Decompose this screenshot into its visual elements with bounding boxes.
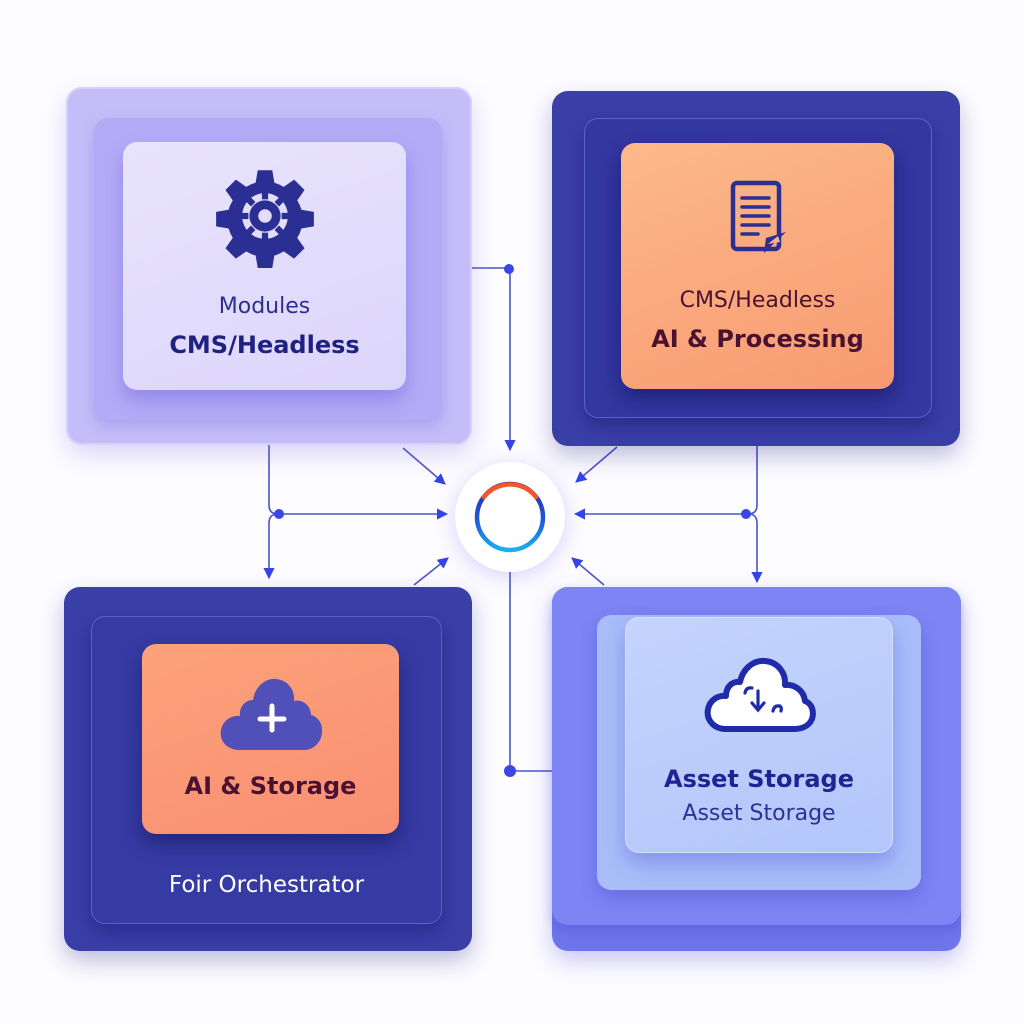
cloud-download-icon (702, 651, 816, 739)
junction-dot (741, 509, 751, 519)
cloud-plus-icon (218, 674, 324, 756)
node-bottom-left-card[interactable]: AI & Storage (142, 644, 399, 834)
node-top-right-card[interactable]: CMS/Headless AI & Processing (621, 143, 894, 389)
node-title: Asset Storage (664, 765, 854, 793)
node-subtitle: AI & Processing (651, 325, 864, 353)
edge-bottomright-diagonal (571, 557, 605, 586)
document-icon (722, 180, 794, 260)
edge-topleft-to-hub-vertical (472, 267, 516, 452)
node-title: Modules (218, 294, 311, 319)
edge-topleft-diagonal (402, 447, 446, 485)
junction-dot (504, 264, 514, 274)
edge-hub-to-bottomright (509, 572, 552, 772)
orchestrator-hub[interactable] (455, 462, 565, 572)
node-title: AI & Storage (184, 772, 357, 800)
hub-ring-icon (474, 481, 546, 553)
node-title: CMS/Headless (679, 288, 836, 313)
junction-dot (504, 765, 516, 777)
gear-icon (213, 164, 317, 272)
node-caption: Foir Orchestrator (168, 872, 365, 898)
node-subtitle: Asset Storage (682, 801, 836, 826)
node-top-left-card[interactable]: Modules CMS/Headless (123, 142, 406, 390)
edge-topright-diagonal (575, 446, 618, 483)
edge-bottomleft-diagonal (413, 557, 449, 586)
node-subtitle: CMS/Headless (169, 331, 360, 359)
junction-dot (274, 509, 284, 519)
node-bottom-right-card[interactable]: Asset Storage Asset Storage (625, 617, 893, 853)
